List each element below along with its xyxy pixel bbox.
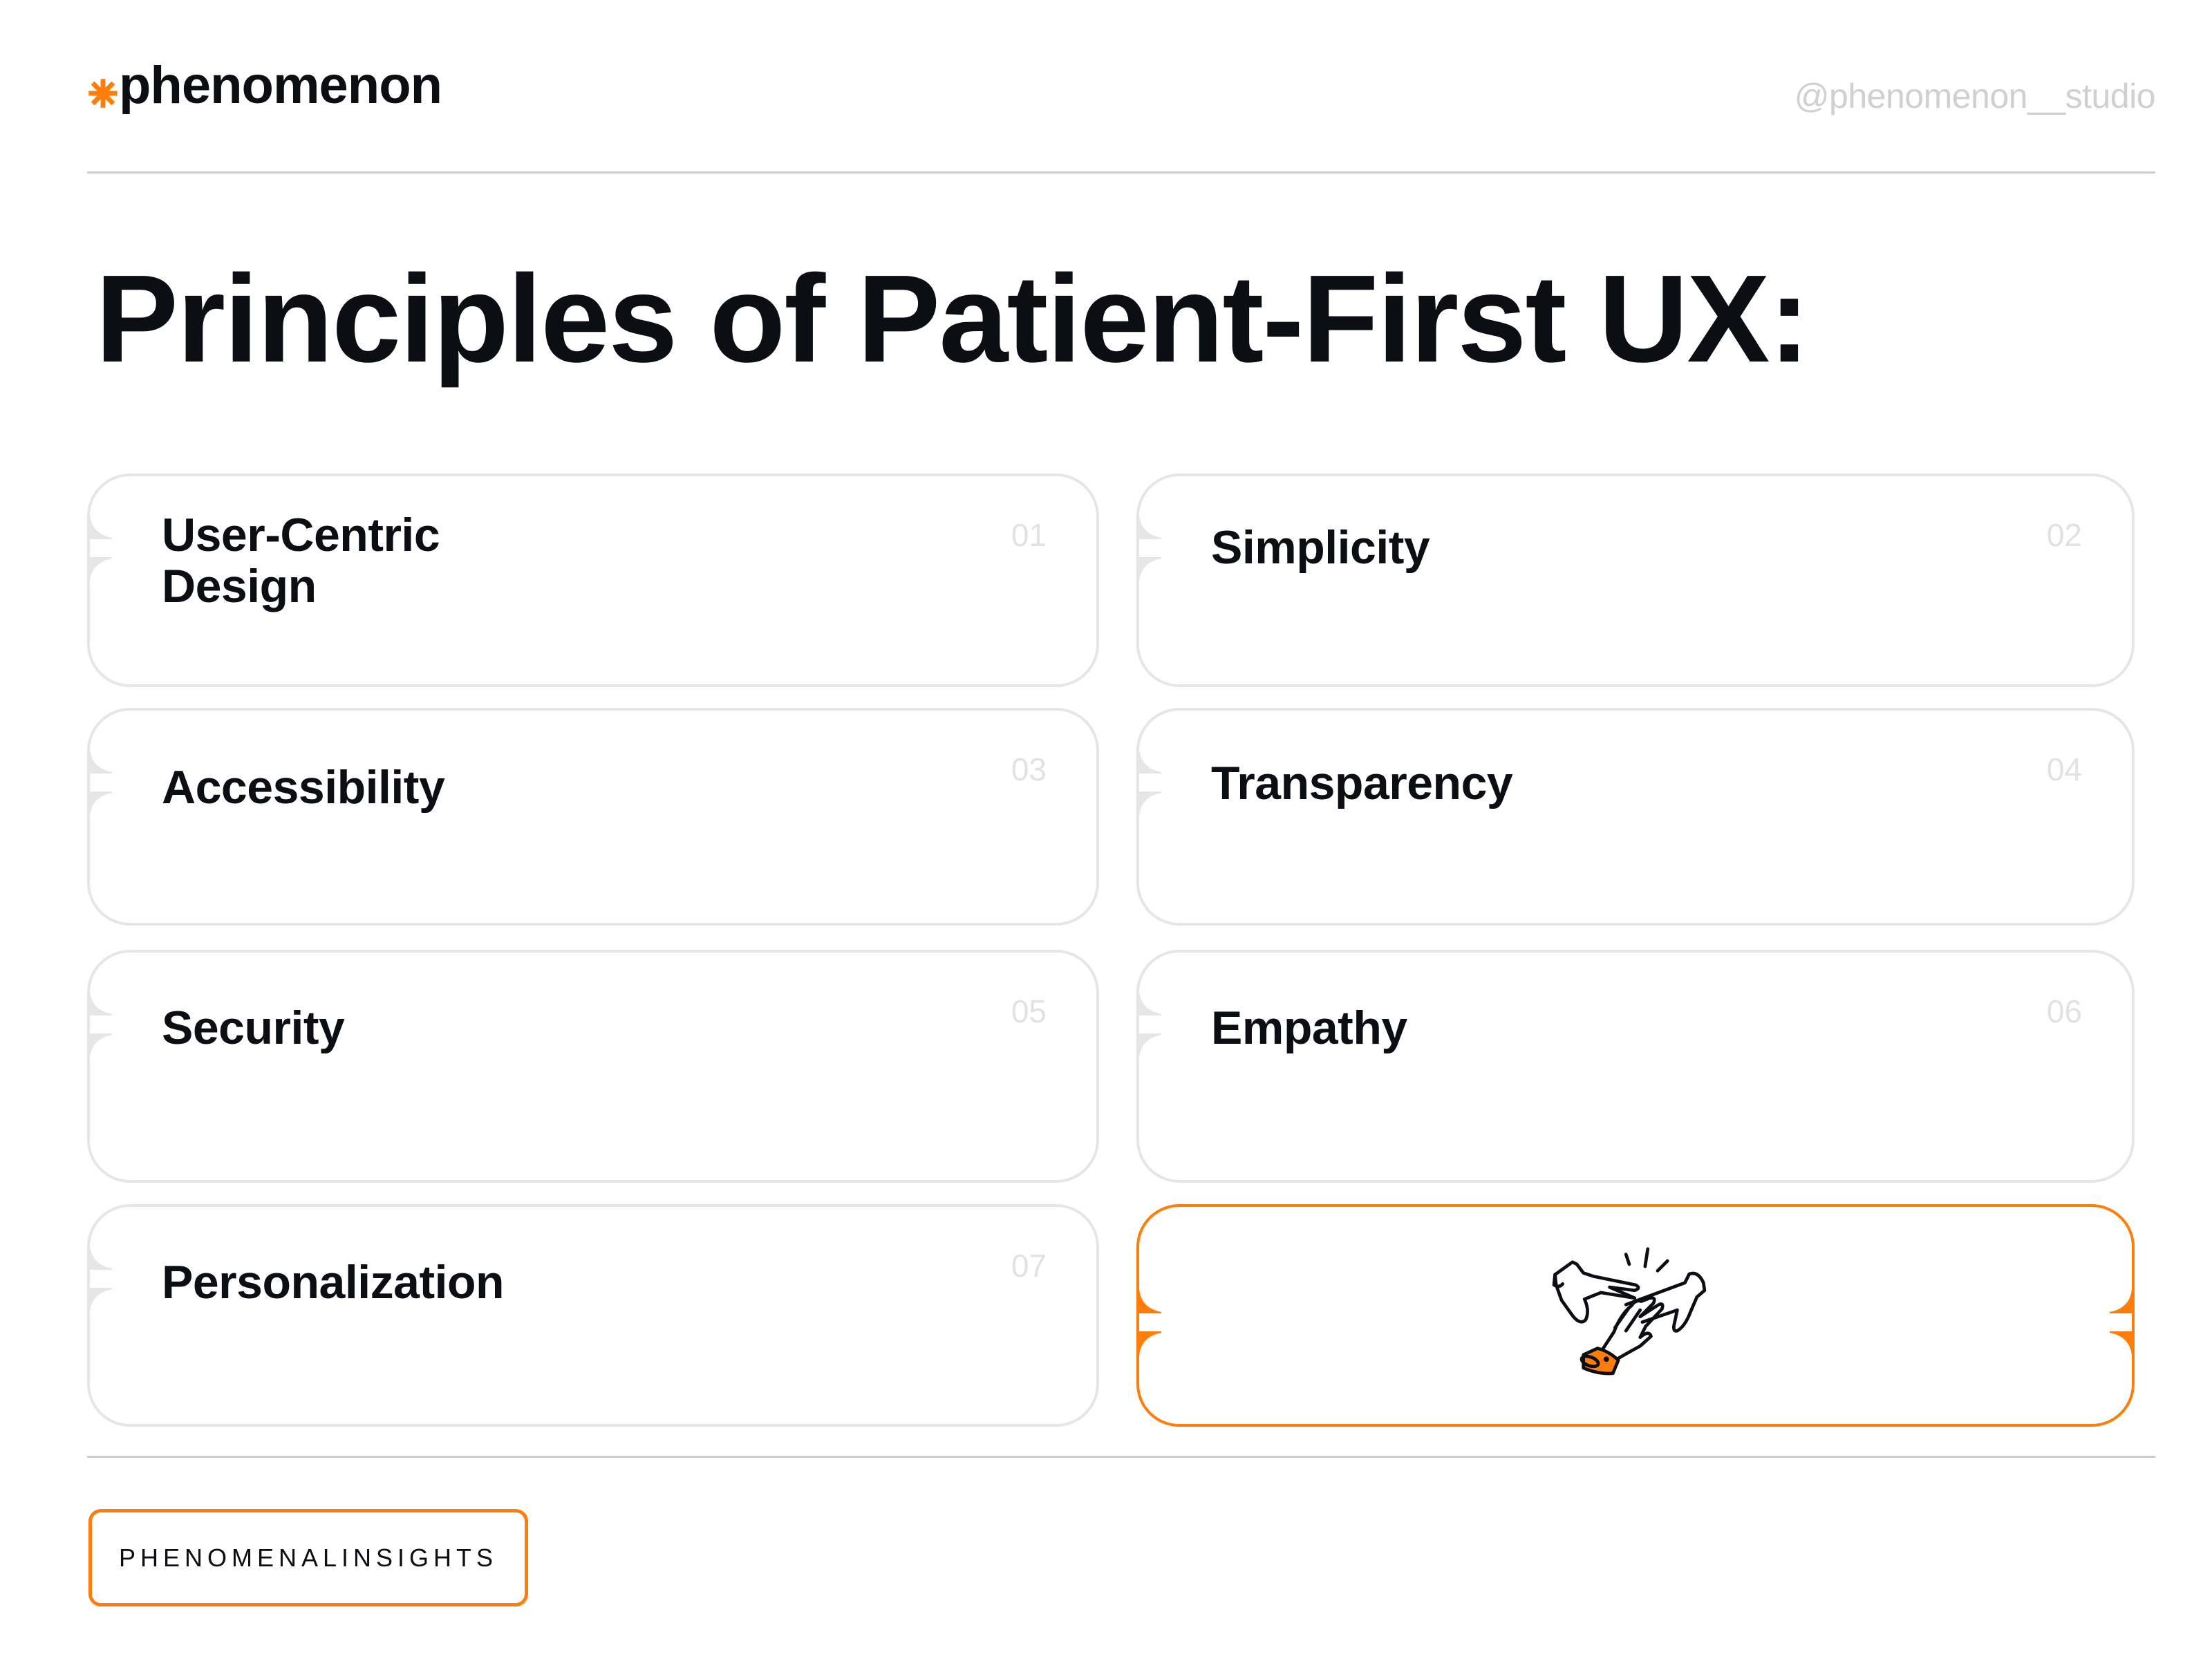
asterisk-icon <box>88 79 118 108</box>
principle-card-04: Transparency 04 <box>1136 708 2135 926</box>
illustration-card <box>1136 1204 2135 1427</box>
header-divider <box>87 171 2155 174</box>
principle-title: Accessibility <box>162 761 445 814</box>
card-notch-left <box>1136 514 1161 582</box>
principle-title: Security <box>162 1002 345 1054</box>
footer-divider <box>87 1456 2155 1458</box>
principle-number: 03 <box>1011 751 1047 787</box>
principle-number: 02 <box>2046 517 2082 553</box>
page-title: Principles of Patient-First UX: <box>95 250 1810 388</box>
card-notch-left <box>87 514 112 582</box>
principle-number: 05 <box>1011 993 1047 1029</box>
brand-logo: phenomenon <box>87 59 442 112</box>
social-handle: @phenomenon__studio <box>1794 77 2156 115</box>
principle-title: Transparency <box>1211 757 1513 809</box>
principle-number: 04 <box>2046 751 2082 787</box>
card-notch-left <box>1136 991 1161 1058</box>
card-notch-left <box>1136 1288 1161 1356</box>
card-notch-left <box>87 1245 112 1313</box>
principle-number: 01 <box>1011 517 1047 553</box>
principle-card-05: Security 05 <box>87 950 1099 1183</box>
brand-name: phenomenon <box>119 56 442 115</box>
principle-card-03: Accessibility 03 <box>87 708 1099 926</box>
principle-title: Personalization <box>162 1256 505 1309</box>
stacked-hands-teamwork-icon <box>1552 1247 1707 1376</box>
principle-card-02: Simplicity 02 <box>1136 474 2135 687</box>
card-notch-right <box>2110 1288 2135 1356</box>
principle-number: 07 <box>1011 1248 1047 1284</box>
principle-title: Simplicity <box>1211 521 1430 574</box>
insights-tag-label: PHENOMENALINSIGHTS <box>118 1543 498 1572</box>
card-notch-left <box>87 991 112 1058</box>
principle-number: 06 <box>2046 993 2082 1029</box>
insights-tag-button[interactable]: PHENOMENALINSIGHTS <box>88 1509 528 1606</box>
principle-card-06: Empathy 06 <box>1136 950 2135 1183</box>
principle-title: Empathy <box>1211 1002 1407 1054</box>
principle-title: User-Centric Design <box>162 509 440 612</box>
card-notch-left <box>87 749 112 816</box>
principle-card-01: User-Centric Design 01 <box>87 474 1099 687</box>
card-notch-left <box>1136 749 1161 816</box>
principle-card-07: Personalization 07 <box>87 1204 1099 1427</box>
